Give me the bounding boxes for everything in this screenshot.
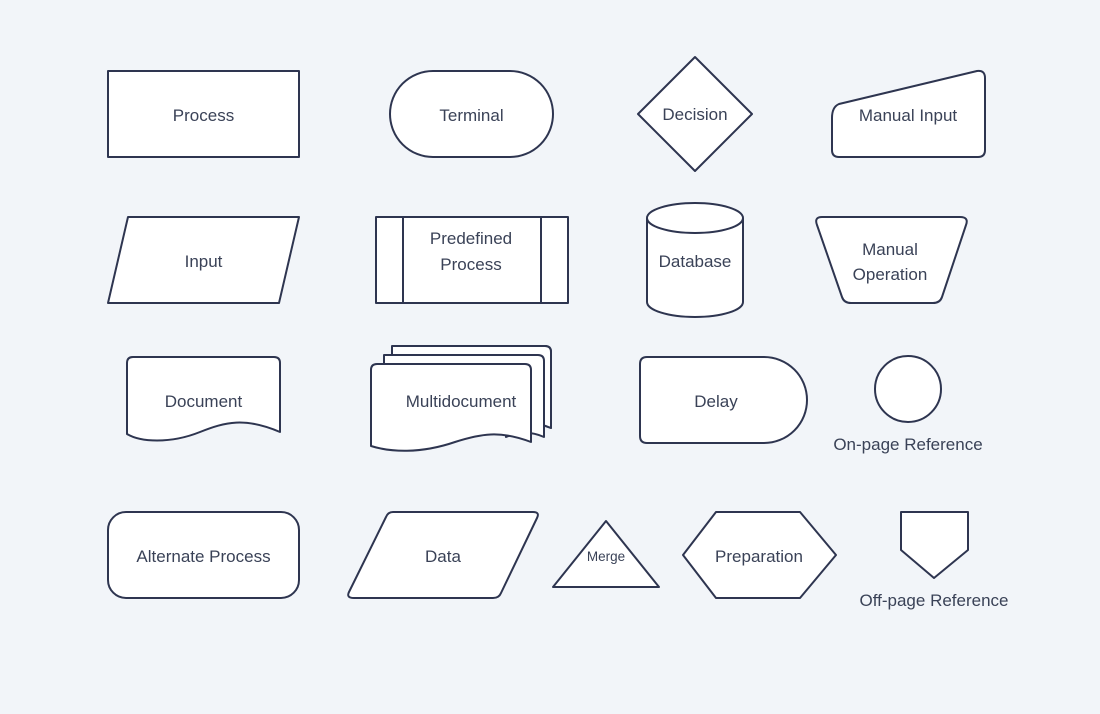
document-symbol: Document [126,356,281,442]
terminal-symbol: Terminal [389,70,554,158]
preparation-label: Preparation [715,547,803,566]
predefined-process-label-line1: Predefined [430,229,512,248]
alternate-process-label: Alternate Process [136,547,270,566]
process-symbol: Process [107,70,300,158]
on-page-reference-label: On-page Reference [833,435,982,454]
merge-symbol: Merge [552,520,660,588]
predefined-process-label-line2: Process [440,255,501,274]
manual-operation-label-line1: Manual [862,240,918,259]
manual-input-symbol: Manual Input [831,69,986,158]
multidocument-label: Multidocument [406,392,517,411]
decision-label: Decision [662,105,727,124]
process-label: Process [173,106,234,125]
manual-input-label: Manual Input [859,106,958,125]
decision-symbol: Decision [637,56,753,172]
terminal-label: Terminal [439,106,503,125]
preparation-symbol: Preparation [682,511,837,599]
database-label: Database [659,252,732,271]
merge-label: Merge [587,549,625,564]
input-label: Input [185,252,223,271]
on-page-reference-symbol: On-page Reference [833,355,983,454]
input-symbol: Input [107,216,300,304]
delay-symbol: Delay [639,356,808,444]
alternate-process-symbol: Alternate Process [107,511,300,599]
manual-operation-symbol: Manual Operation [815,216,968,304]
off-page-reference-symbol: Off-page Reference [860,511,1009,610]
off-page-reference-label: Off-page Reference [860,591,1009,610]
database-symbol: Database [646,202,744,318]
data-label: Data [425,547,461,566]
manual-operation-label-line2: Operation [853,265,928,284]
document-label: Document [165,392,243,411]
delay-label: Delay [694,392,738,411]
multidocument-symbol: Multidocument [370,345,552,452]
data-symbol: Data [347,511,539,599]
predefined-process-symbol: Predefined Process [375,216,569,304]
